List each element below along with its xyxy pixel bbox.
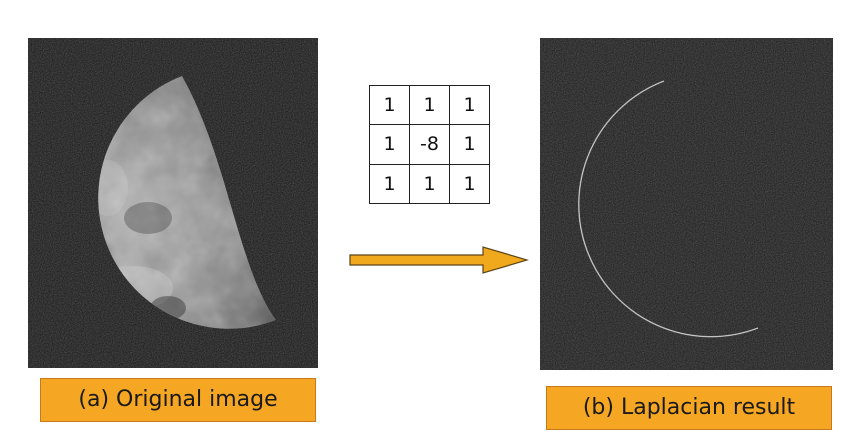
moon-edge-graphic [540,38,833,370]
kernel-cell: 1 [369,163,410,205]
original-image [28,38,318,368]
kernel-cell: 1 [449,163,490,205]
laplacian-result-image [540,38,833,370]
right-arrow-icon [349,246,529,274]
kernel-center-cell: -8 [409,124,450,165]
caption-laplacian-result: (b) Laplacian result [546,386,832,430]
kernel-cell: 1 [449,84,490,126]
laplacian-kernel-grid: 1 1 1 1 -8 1 1 1 1 [369,84,490,205]
kernel-row: 1 1 1 [369,163,490,205]
kernel-cell: 1 [449,124,490,165]
kernel-cell: 1 [409,84,450,126]
caption-original-image: (a) Original image [40,378,316,422]
kernel-cell: 1 [369,124,410,165]
kernel-row: 1 -8 1 [369,124,490,165]
kernel-cell: 1 [369,84,410,126]
moon-original-graphic [28,38,318,368]
kernel-cell: 1 [409,163,450,205]
kernel-row: 1 1 1 [369,84,490,126]
